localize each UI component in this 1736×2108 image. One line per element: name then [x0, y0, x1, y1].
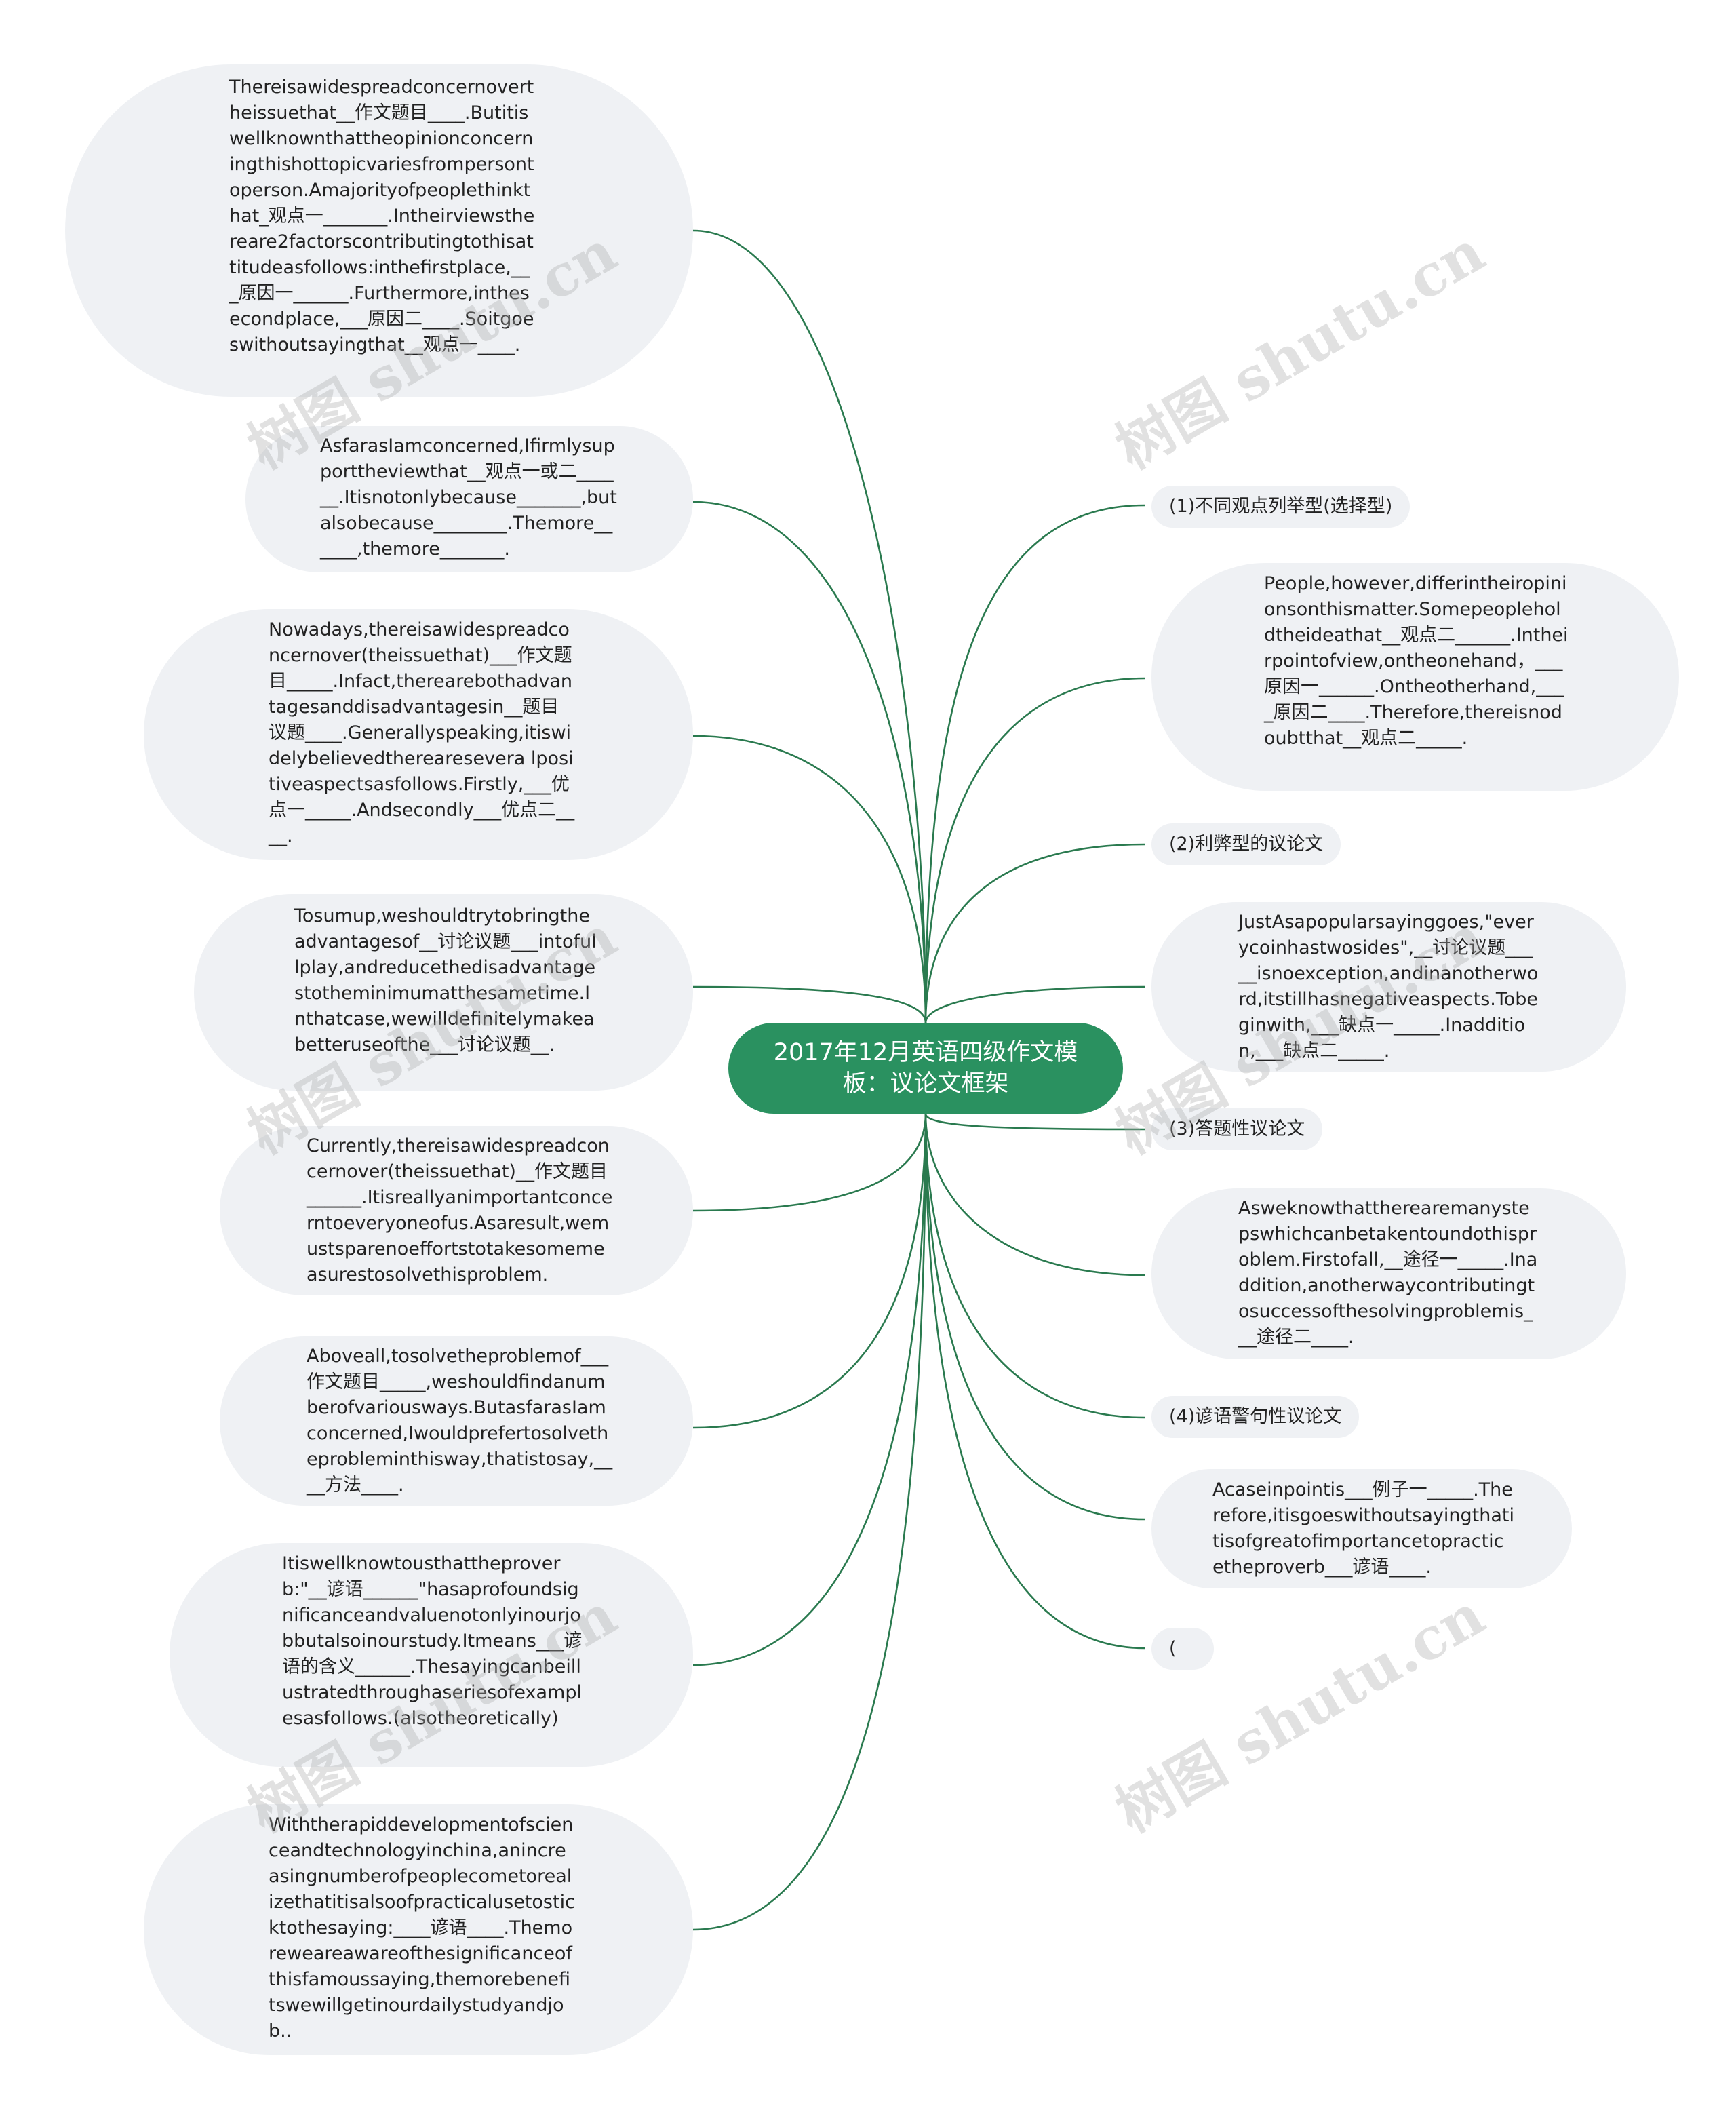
- left-node-3: Nowadays,thereisawidespreadconcernover(t…: [144, 609, 693, 860]
- right-node-6-text: Asweknowthattherearemanystepswhichcanbet…: [1238, 1198, 1538, 1348]
- left-node-5-text: Currently,thereisawidespreadconcernover(…: [307, 1135, 613, 1285]
- left-node-8: Withtherapiddevelopmentofscienceandtechn…: [144, 1804, 693, 2055]
- connector-right-8: [924, 1113, 1145, 1521]
- connector-left-6: [692, 1113, 927, 1429]
- right-node-8-text: Acaseinpointis___例子一_____.Therefore,itis…: [1212, 1479, 1515, 1578]
- right-label-9[interactable]: (: [1151, 1628, 1214, 1670]
- left-node-2: AsfarasIamconcerned,Ifirmlysupportthevie…: [245, 426, 693, 572]
- connector-left-2: [692, 501, 927, 1023]
- right-node-4-text: JustAsapopularsayinggoes,"everycoinhastw…: [1238, 912, 1539, 1061]
- right-node-2: People,however,differintheiropinionsonth…: [1151, 563, 1679, 791]
- connector-left-3: [692, 735, 927, 1023]
- right-label-5[interactable]: (3)答题性议论文: [1151, 1108, 1323, 1150]
- connector-left-7: [692, 1113, 927, 1666]
- left-node-4: Tosumup,weshouldtrytobringtheadvantageso…: [194, 894, 693, 1091]
- left-node-6: Aboveall,tosolvetheproblemof___作文题目_____…: [220, 1336, 693, 1506]
- connector-right-5: [924, 1113, 1145, 1131]
- left-node-5: Currently,thereisawidespreadconcernover(…: [220, 1126, 693, 1295]
- connector-right-4: [924, 985, 1145, 1023]
- left-node-7-text: Itiswellknowtousthattheproverb:"__谚语____…: [282, 1553, 583, 1729]
- left-node-1: Thereisawidespreadconcernovertheissuetha…: [65, 64, 693, 397]
- right-label-3[interactable]: (2)利弊型的议论文: [1151, 823, 1341, 865]
- left-node-4-text: Tosumup,weshouldtrytobringtheadvantageso…: [294, 905, 597, 1055]
- right-node-8: Acaseinpointis___例子一_____.Therefore,itis…: [1151, 1469, 1572, 1588]
- right-node-6: Asweknowthattherearemanystepswhichcanbet…: [1151, 1188, 1626, 1359]
- connector-right-2: [924, 677, 1145, 1023]
- right-node-4: JustAsapopularsayinggoes,"everycoinhastw…: [1151, 902, 1626, 1072]
- left-node-6-text: Aboveall,tosolvetheproblemof___作文题目_____…: [307, 1346, 613, 1496]
- connector-left-8: [692, 1113, 927, 1931]
- connector-left-1: [692, 229, 927, 1023]
- right-node-2-text: People,however,differintheiropinionsonth…: [1264, 573, 1569, 749]
- left-node-7: Itiswellknowtousthattheproverb:"__谚语____…: [170, 1543, 693, 1767]
- connector-right-7: [924, 1113, 1145, 1419]
- left-node-3-text: Nowadays,thereisawidespreadconcernover(t…: [269, 619, 575, 846]
- connector-left-5: [692, 1113, 927, 1212]
- right-label-7[interactable]: (4)谚语警句性议论文: [1151, 1396, 1360, 1438]
- left-node-1-text: Thereisawidespreadconcernovertheissuetha…: [229, 77, 535, 355]
- connector-right-6: [924, 1113, 1145, 1276]
- connector-right-1: [924, 504, 1145, 1023]
- right-label-1[interactable]: (1)不同观点列举型(选择型): [1151, 486, 1410, 528]
- center-topic[interactable]: 2017年12月英语四级作文模板：议论文框架: [728, 1023, 1123, 1114]
- left-node-8-text: Withtherapiddevelopmentofscienceandtechn…: [269, 1814, 575, 2042]
- connector-right-3: [924, 843, 1145, 1023]
- connector-left-4: [692, 985, 927, 1023]
- connector-right-9: [924, 1113, 1145, 1650]
- left-node-2-text: AsfarasIamconcerned,Ifirmlysupportthevie…: [320, 435, 617, 560]
